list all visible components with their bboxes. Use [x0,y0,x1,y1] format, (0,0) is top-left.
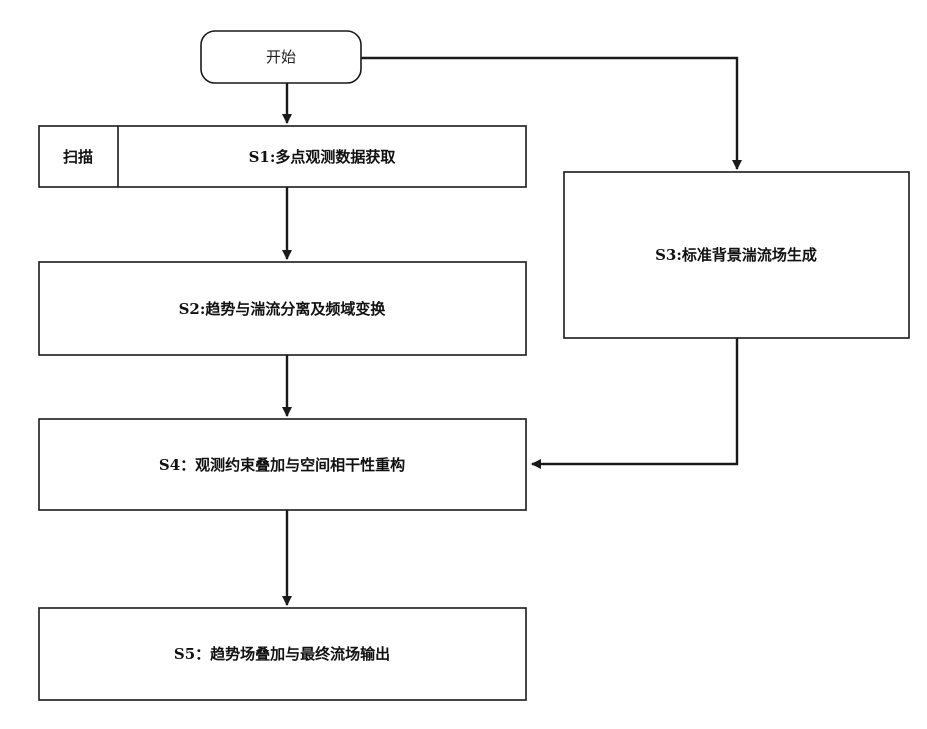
s4-node: S4：观测约束叠加与空间相干性重构 [39,419,526,510]
s1-label: S1:多点观测数据获取 [249,148,397,166]
edge-s3-to-s4 [532,338,737,464]
s3-label: S3:标准背景湍流场生成 [655,246,817,264]
s2-label: S2:趋势与湍流分离及频域变换 [179,300,387,318]
s2-node: S2:趋势与湍流分离及频域变换 [39,262,526,355]
s4-label: S4：观测约束叠加与空间相干性重构 [159,456,405,474]
s3-node: S3:标准背景湍流场生成 [564,172,909,338]
s5-label: S5：趋势场叠加与最终流场输出 [174,645,390,663]
s5-node: S5：趋势场叠加与最终流场输出 [39,608,526,700]
start-label: 开始 [266,48,296,66]
s1-node: 扫描 S1:多点观测数据获取 [39,126,526,187]
start-node: 开始 [201,31,361,83]
scan-label: 扫描 [63,148,93,166]
